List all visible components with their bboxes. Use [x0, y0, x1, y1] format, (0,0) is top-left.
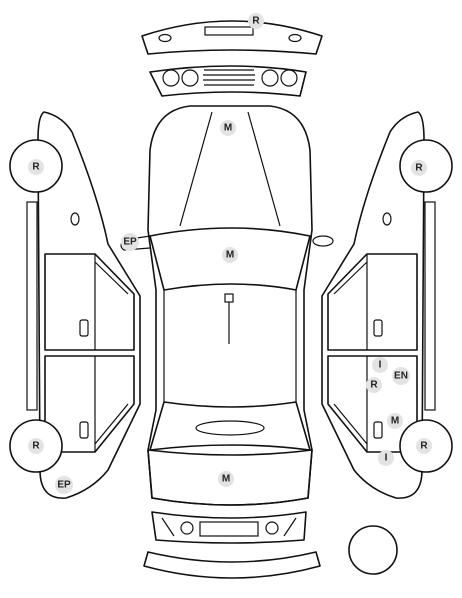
badge-label: I: [379, 360, 382, 371]
badge-right-rear-quarter-i[interactable]: I: [378, 450, 394, 466]
badge-right-rear-door-m[interactable]: M: [387, 413, 403, 429]
badge-front-bumper-top[interactable]: R: [248, 13, 264, 29]
badge-right-rear-door-r[interactable]: R: [366, 377, 382, 393]
badge-label: EP: [57, 480, 71, 491]
badge-roof[interactable]: M: [222, 247, 238, 263]
badge-left-front-wheel[interactable]: R: [28, 159, 44, 175]
badge-right-rear-door-i[interactable]: I: [372, 357, 388, 373]
badge-left-rear-bottom[interactable]: EP: [55, 476, 73, 494]
badge-label: R: [370, 380, 378, 391]
badge-trunk[interactable]: M: [218, 471, 234, 487]
badge-right-front-wheel[interactable]: R: [411, 160, 427, 176]
badge-label: R: [415, 163, 423, 174]
badge-label: R: [420, 441, 428, 452]
badge-label: R: [32, 441, 40, 452]
badge-windshield-left[interactable]: EP: [121, 233, 139, 251]
badge-label: EP: [123, 237, 137, 248]
badge-right-rear-door-en[interactable]: EN: [392, 367, 410, 385]
badge-label: M: [226, 250, 234, 261]
badge-label: EN: [394, 371, 408, 382]
car-top-body[interactable]: [120, 105, 334, 506]
badge-hood[interactable]: M: [220, 120, 236, 136]
spare-tire[interactable]: [348, 525, 398, 575]
right-side-body[interactable]: [321, 111, 453, 499]
front-bumper[interactable]: [141, 20, 323, 55]
rear-fascia[interactable]: [151, 511, 307, 544]
badge-right-rear-wheel[interactable]: R: [416, 438, 432, 454]
badge-label: R: [252, 16, 260, 27]
badge-label: M: [224, 123, 232, 134]
badge-label: R: [32, 162, 40, 173]
badge-label: M: [222, 474, 230, 485]
badge-left-rear-wheel[interactable]: R: [28, 438, 44, 454]
rear-bumper[interactable]: [143, 551, 321, 579]
front-fascia[interactable]: [149, 65, 307, 97]
badge-label: M: [391, 416, 399, 427]
badge-label: I: [385, 453, 388, 464]
